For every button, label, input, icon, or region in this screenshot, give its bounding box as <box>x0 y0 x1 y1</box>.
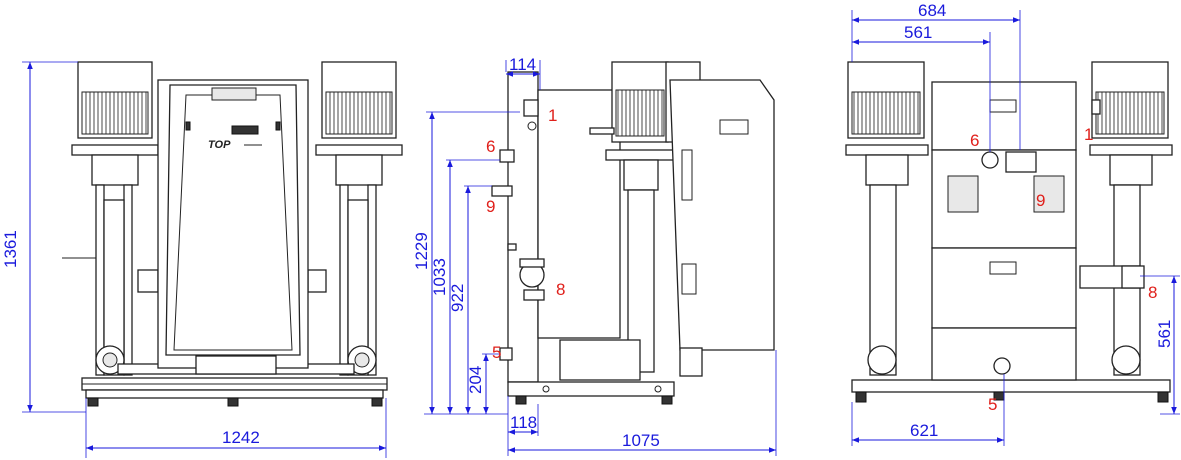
side-dim-118: 118 <box>510 413 537 432</box>
side-label-8: 8 <box>556 280 565 299</box>
rear-label-9: 9 <box>1036 191 1045 210</box>
side-dim-204: 204 <box>466 366 485 394</box>
front-width-dim: 1242 <box>222 428 260 447</box>
side-dim-1033: 1033 <box>430 258 449 296</box>
side-dim-1229: 1229 <box>412 232 431 270</box>
rear-dim-561-side: 561 <box>1155 320 1174 348</box>
front-view: TOP 1361 1242 <box>1 61 403 458</box>
front-height-dim: 1361 <box>1 230 20 268</box>
side-dim-1075: 1075 <box>622 431 660 450</box>
side-label-9: 9 <box>486 197 495 216</box>
rear-dim-684: 684 <box>918 1 946 20</box>
side-view: 114 1229 1033 922 204 118 1075 1 6 9 8 5 <box>412 55 777 456</box>
left-pump <box>71 61 159 376</box>
rear-dim-621: 621 <box>910 421 938 440</box>
rear-view: 684 561 561 621 6 9 1 8 5 <box>845 1 1180 446</box>
rear-dim-561-top: 561 <box>904 23 932 42</box>
side-dim-114: 114 <box>509 55 536 74</box>
cabinet-brand: TOP <box>208 139 231 151</box>
rear-label-6: 6 <box>970 131 979 150</box>
control-cabinet: TOP <box>157 79 309 375</box>
side-label-6: 6 <box>486 137 495 156</box>
rear-label-5: 5 <box>988 395 997 414</box>
rear-label-1: 1 <box>1084 125 1093 144</box>
side-dim-922: 922 <box>448 284 467 312</box>
side-label-1: 1 <box>548 106 557 125</box>
rear-label-8: 8 <box>1148 283 1157 302</box>
right-pump <box>307 61 403 376</box>
side-label-5: 5 <box>492 343 501 362</box>
